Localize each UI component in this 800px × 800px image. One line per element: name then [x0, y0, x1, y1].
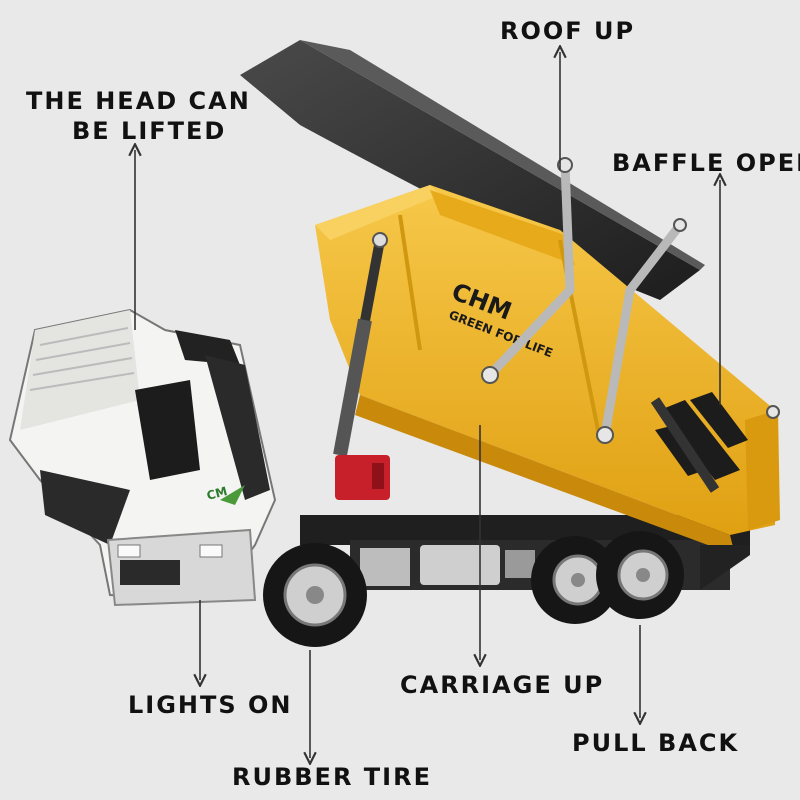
callout-arrows: [135, 52, 720, 758]
callout-head-lift-line1: THE HEAD CAN: [26, 87, 251, 115]
lift-arms: [486, 164, 684, 436]
rear-wheel-2: [596, 531, 684, 619]
front-wheel: [263, 543, 367, 647]
callout-pull-back: PULL BACK: [572, 729, 740, 757]
cab-badge: CM: [205, 484, 229, 503]
rear-wheel-1: [531, 536, 619, 624]
headlight-left: [117, 544, 141, 558]
dump-bed: CHM GREEN FOR LIFE: [315, 185, 780, 555]
callout-baffle-open: BAFFLE OPEN: [612, 149, 800, 177]
cab: CM: [8, 308, 277, 602]
hydraulic-cylinders: [333, 232, 720, 493]
callout-carriage-up: CARRIAGE UP: [400, 671, 605, 699]
callout-roof-up: ROOF UP: [500, 17, 636, 45]
headlight-right: [199, 544, 223, 558]
callout-head-lift-line2: BE LIFTED: [72, 117, 227, 145]
roof-cover: [240, 40, 705, 300]
callout-rubber-tire: RUBBER TIRE: [232, 763, 432, 791]
callout-lights-on: LIGHTS ON: [128, 691, 293, 719]
front-bumper: [106, 528, 257, 607]
